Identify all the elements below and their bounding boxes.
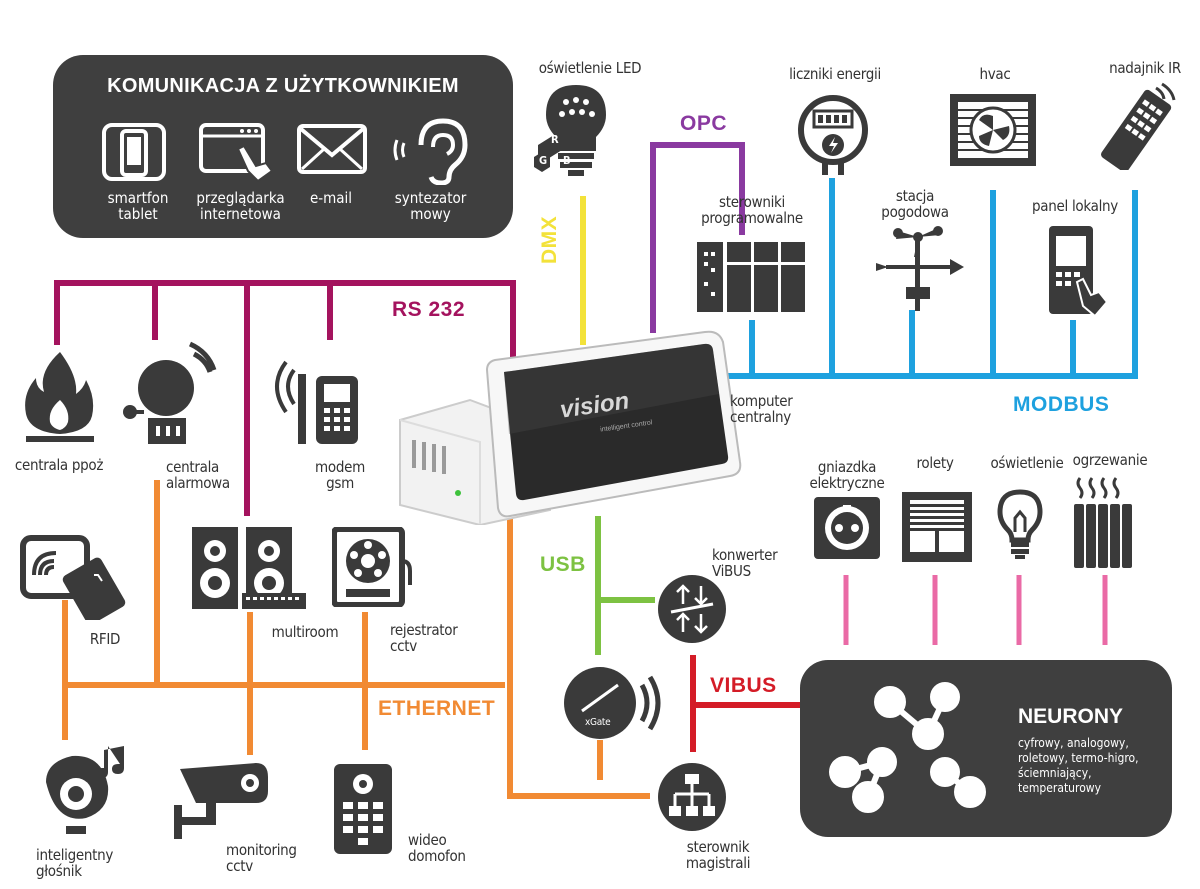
alarm-panel-label: centrala alarmowa bbox=[166, 458, 230, 492]
multiroom-label: multiroom bbox=[271, 623, 339, 641]
xgate-label: xGate bbox=[585, 717, 611, 728]
smartphone-tablet-icon bbox=[100, 121, 178, 183]
vibus-converter-label: konwerter ViBUS bbox=[712, 546, 778, 580]
modbus-bus-lines bbox=[700, 178, 1138, 379]
xgate-icon bbox=[560, 663, 666, 743]
local-panel-label: panel lokalny bbox=[1032, 197, 1118, 215]
bus-controller-label: sterownik magistrali bbox=[685, 838, 751, 872]
gsm-modem-icon bbox=[272, 350, 362, 446]
alarm-siren-icon bbox=[120, 338, 220, 446]
central-computer-icon bbox=[392, 330, 742, 525]
video-intercom-icon bbox=[332, 762, 394, 856]
ir-remote-icon bbox=[1092, 78, 1182, 170]
ethernet-line bbox=[507, 510, 650, 799]
user-item-label-smartphone: smartfon tablet bbox=[107, 189, 169, 223]
ethernet-bus-lines bbox=[62, 480, 650, 799]
radiator-icon bbox=[1070, 476, 1140, 572]
opc-label: OPC bbox=[680, 112, 728, 135]
blinds-label: rolety bbox=[916, 454, 954, 472]
energy-meter-icon bbox=[796, 93, 870, 177]
bus-controller-icon bbox=[655, 760, 729, 834]
rgb-letter-b: B bbox=[563, 154, 571, 167]
modbus-label: MODBUS bbox=[1013, 393, 1110, 416]
neuron-output-lines bbox=[843, 575, 1108, 645]
neurony-panel: NEURONY cyfrowy, analogowy, roletowy, te… bbox=[800, 660, 1172, 837]
smart-speaker-icon bbox=[40, 742, 136, 838]
rs232-label: RS 232 bbox=[392, 298, 466, 321]
vibus-converter-icon bbox=[655, 572, 729, 646]
smart-speaker-label: inteligentny głośnik bbox=[36, 846, 114, 880]
hvac-label: hvac bbox=[979, 65, 1011, 83]
cctv-monitoring-label: monitoring cctv bbox=[226, 841, 297, 875]
cctv-camera-icon bbox=[172, 755, 272, 843]
user-item-label-browser: przeglądarka internetowa bbox=[196, 189, 285, 223]
vibus-line bbox=[690, 655, 800, 752]
rgb-letter-r: R bbox=[551, 133, 559, 146]
modbus-line bbox=[700, 190, 1138, 379]
roller-blinds-icon bbox=[902, 492, 972, 562]
rs232-bus-lines bbox=[54, 280, 516, 516]
power-socket-icon bbox=[812, 495, 882, 561]
usb-line bbox=[595, 516, 655, 655]
plc-label: sterowniki programowalne bbox=[701, 193, 803, 227]
user-item-label-speech: syntezator mowy bbox=[394, 189, 467, 223]
user-communication-panel: KOMUNIKACJA Z UŻYTKOWNIKIEM smartfon tab… bbox=[53, 55, 513, 238]
rgb-letter-g: G bbox=[539, 154, 547, 167]
multiroom-speakers-icon bbox=[190, 525, 310, 615]
neuron-network-icon bbox=[829, 682, 986, 813]
lighting-label: oświetlenie bbox=[990, 454, 1064, 472]
rs232-line bbox=[54, 280, 516, 370]
vibus-label: VIBUS bbox=[710, 674, 777, 697]
led-label: oświetlenie LED bbox=[538, 59, 642, 77]
browser-click-icon bbox=[198, 121, 278, 183]
video-intercom-label: wideo domofon bbox=[408, 831, 466, 865]
energy-meter-label: liczniki energii bbox=[789, 65, 881, 83]
local-panel-icon bbox=[1047, 224, 1111, 320]
cctv-recorder-label: rejestrator cctv bbox=[390, 621, 458, 655]
dmx-label: DMX bbox=[538, 215, 561, 264]
user-panel-title: KOMUNIKACJA Z UŻYTKOWNIKIEM bbox=[107, 75, 459, 97]
weather-station-label: stacja pogodowa bbox=[881, 187, 949, 221]
gsm-modem-label: modem gsm bbox=[315, 458, 365, 492]
weather-station-icon bbox=[872, 225, 964, 313]
fire-icon bbox=[22, 350, 98, 446]
cctv-recorder-icon bbox=[332, 527, 412, 607]
neurony-description: cyfrowy, analogowy, roletowy, termo-higr… bbox=[1018, 736, 1139, 795]
user-item-label-email: e-mail bbox=[309, 189, 353, 207]
heating-label: ogrzewanie bbox=[1072, 451, 1148, 469]
plc-controller-icon bbox=[697, 238, 807, 314]
envelope-icon bbox=[296, 123, 368, 175]
central-computer-label: komputer centralny bbox=[730, 392, 793, 426]
fire-alarm-label: centrala ppoż bbox=[14, 456, 104, 474]
neurony-title: NEURONY bbox=[1018, 705, 1124, 728]
lightbulb-icon bbox=[995, 488, 1045, 560]
ear-icon bbox=[391, 115, 471, 185]
ethernet-label: ETHERNET bbox=[378, 697, 496, 720]
power-socket-label: gniazdka elektryczne bbox=[809, 458, 885, 492]
ir-label: nadajnik IR bbox=[1109, 59, 1181, 77]
hvac-fan-icon bbox=[950, 94, 1036, 166]
rfid-reader-icon bbox=[20, 535, 140, 620]
usb-label: USB bbox=[540, 553, 586, 576]
led-bulb-icon bbox=[528, 80, 638, 180]
rfid-label: RFID bbox=[89, 630, 121, 648]
opc-line bbox=[650, 142, 745, 333]
